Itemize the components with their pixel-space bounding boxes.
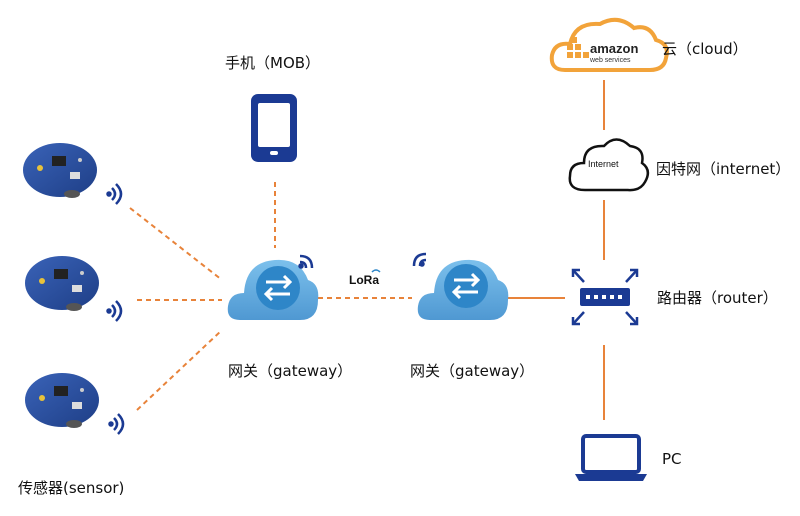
mobile-label: 手机（MOB） [225, 54, 321, 72]
aws-logo-subtext: web services [589, 57, 631, 64]
internet-cloud-text: Internet [588, 159, 619, 169]
link-sensor-bottom [136, 329, 223, 411]
internet-label: 因特网（internet） [656, 160, 791, 178]
pc-label: PC [662, 450, 682, 468]
lora-logo: LoRa [349, 269, 381, 287]
lora-text: LoRa [349, 273, 379, 287]
aws-logo-icon: amazon web services [549, 17, 669, 72]
backbone-links [502, 80, 605, 420]
sensor-board-icon-top [23, 143, 123, 205]
internet-cloud-icon: Internet [568, 138, 650, 192]
gateway-left-label: 网关（gateway） [228, 362, 353, 380]
gateway-right-label: 网关（gateway） [410, 362, 535, 380]
sensor-board-icon-bottom [25, 373, 125, 435]
cloud-label: 云（cloud） [662, 40, 748, 58]
signal-icon [106, 183, 123, 205]
link-sensor-top [129, 207, 223, 281]
signal-icon [106, 300, 123, 322]
gateway-cloud-icon-right [412, 252, 509, 320]
smartphone-icon [251, 94, 297, 162]
sensor-links [129, 182, 412, 411]
signal-icon [108, 413, 125, 435]
aws-logo-text: amazon [590, 41, 638, 56]
sensor-board-icon-middle [25, 256, 123, 322]
gateway-cloud-icon-left [227, 254, 319, 320]
laptop-icon [575, 434, 647, 481]
sensor-label: 传感器(sensor) [18, 479, 125, 497]
signal-icon [412, 252, 427, 267]
signal-icon [298, 254, 314, 269]
router-label: 路由器（router） [657, 289, 778, 307]
router-icon [571, 268, 639, 326]
